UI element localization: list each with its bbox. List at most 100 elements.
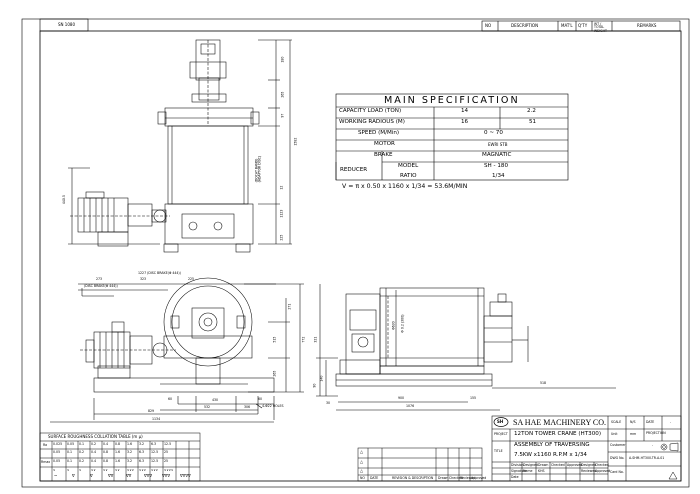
rev-header-description: DESCRIPTION xyxy=(511,23,539,28)
main-spec-grid xyxy=(335,93,569,181)
dim-label: 225 xyxy=(279,234,284,241)
sub-header: Checked xyxy=(595,463,609,467)
roughness-symbol: ∇ xyxy=(72,473,75,478)
sign-header: Approved xyxy=(567,463,583,467)
roughness-cell: 1.6 xyxy=(127,442,133,446)
rev-block-header-no: NO xyxy=(360,476,365,480)
company-name: SA HAE MACHINERY CO. xyxy=(513,418,607,427)
spec-row-label: CAPACITY LOAD (TON) xyxy=(339,108,402,114)
date-label: DATE xyxy=(646,420,655,424)
roughness-symbol: ∇∇∇ xyxy=(162,473,171,478)
sign-header: Checked xyxy=(551,463,565,467)
rev-header-no: NO xyxy=(485,23,492,28)
title-block-grid xyxy=(491,415,682,482)
roughness-cell: 0.8 xyxy=(115,442,121,446)
dim-label: 271 xyxy=(287,303,292,310)
roughness-cell: 6.3 xyxy=(151,442,157,446)
roughness-cell: 1.6 xyxy=(115,459,121,463)
sub-header: Reviewed xyxy=(581,469,597,473)
roughness-row-label: Ra xyxy=(43,443,48,447)
sheet-id: SN 1080 xyxy=(58,22,75,27)
roughness-cell: 6.3 xyxy=(139,450,145,454)
spec-row-value: 2.2 xyxy=(527,108,536,114)
roughness-cell: 0.025 xyxy=(53,442,63,446)
main-spec-title: MAIN SPECIFICATION xyxy=(384,95,520,106)
spec-row-value: 0 ~ 70 xyxy=(484,130,503,136)
spec-row-label: MODEL xyxy=(398,163,419,169)
roughness-cell: 0.4 xyxy=(91,459,97,463)
dim-label: 1123 xyxy=(279,209,284,218)
company-logo-oval xyxy=(493,417,509,427)
spec-row-value: SH - 180 xyxy=(484,163,509,169)
roughness-cell: ∨ xyxy=(79,468,82,472)
roughness-cell: 0.2 xyxy=(91,442,97,446)
spec-row-label: WORKING RADIOUS (M) xyxy=(339,119,405,125)
unit-label: Unit xyxy=(611,432,618,436)
rev-block-header-approved: Approved xyxy=(471,476,487,480)
rev-block-header-reviewed: Reviewed xyxy=(460,476,476,480)
company-logo: SH xyxy=(497,419,504,424)
name-label: Name xyxy=(523,469,533,473)
rev-header-qty: Q'TY xyxy=(578,23,588,28)
projection-symbol xyxy=(660,442,679,452)
dim-label: 4-Φ22 HOLES xyxy=(262,404,284,408)
roughness-cell: 3.2 xyxy=(127,459,133,463)
rev-block-header-description: REVISION & DESCRIPTION xyxy=(392,476,434,480)
inner-border xyxy=(39,30,682,482)
dim-label: 900 xyxy=(398,396,405,400)
roughness-symbol: ~ xyxy=(54,473,58,478)
scale-value: N/S xyxy=(630,420,636,424)
dim-label: Φ630 xyxy=(391,321,396,330)
spec-row-label: RATIO xyxy=(400,173,417,179)
date-row-label: Date xyxy=(511,475,519,479)
top-view xyxy=(68,39,292,253)
rev-header-weight: WT / TOTAL WEIGHT xyxy=(594,22,607,33)
roughness-cell: ∨ xyxy=(67,468,70,472)
rev-mark: △ xyxy=(360,468,364,473)
title-line-2: 7.5KW x1160 R.P.M x 1/34 xyxy=(514,452,587,458)
dim-label: 225 xyxy=(188,277,195,281)
roughness-cell: 0.4 xyxy=(91,450,97,454)
dim-label: 515 xyxy=(272,336,277,343)
front-view xyxy=(50,277,304,423)
spec-row-value: 51 xyxy=(529,119,537,125)
signature-label: Signature xyxy=(511,469,527,473)
roughness-symbol: ∇∇ xyxy=(126,473,132,478)
spec-group-reducer: REDUCER xyxy=(340,167,368,173)
dim-label: 440.5 xyxy=(61,195,66,205)
roughness-cell: 12.5 xyxy=(151,450,159,454)
roughness-cell: 0.1 xyxy=(67,459,73,463)
unit-value: mm xyxy=(630,432,637,436)
sheet-id-box xyxy=(39,18,89,32)
dim-label: 1582 xyxy=(293,137,298,146)
sub-header: Approved xyxy=(595,469,611,473)
roughness-cell: 0.1 xyxy=(79,442,85,446)
dim-label: 518 xyxy=(540,381,547,385)
roughness-cell: 0.4 xyxy=(103,442,109,446)
roughness-grid xyxy=(39,432,201,482)
roughness-cell: ∨∨∨ xyxy=(127,468,134,472)
dim-label: 60 xyxy=(168,397,173,401)
dim-label: 1076 xyxy=(406,404,415,408)
date-value: - xyxy=(670,420,672,424)
roughness-cell: 0.2 xyxy=(79,459,85,463)
spec-row-value: MAGNATIC xyxy=(482,152,512,158)
roughness-cell: 0.8 xyxy=(103,459,109,463)
roughness-cell: ∨∨ xyxy=(115,468,120,472)
roughness-cell: ∨∨∨ xyxy=(151,468,158,472)
scale-label: SCALE xyxy=(611,420,622,424)
dim-label: 265 xyxy=(272,370,277,377)
roughness-row-label: Rmax xyxy=(41,460,51,464)
dim-label: 155 xyxy=(470,396,477,400)
rev-block-header-drawn: Drawn xyxy=(438,476,449,480)
dim-label: (DISC BRAKE(Φ 444)) xyxy=(84,284,118,288)
dim-label: 323 xyxy=(140,277,147,281)
dim-label: Φ 0.2 (300) xyxy=(400,314,405,333)
roughness-cell: ∨∨∨ xyxy=(139,468,146,472)
dim-label: 306 xyxy=(244,405,251,409)
outer-border xyxy=(21,18,690,488)
dim-label: 532 xyxy=(204,405,211,409)
dim-label: 321 xyxy=(313,336,318,343)
